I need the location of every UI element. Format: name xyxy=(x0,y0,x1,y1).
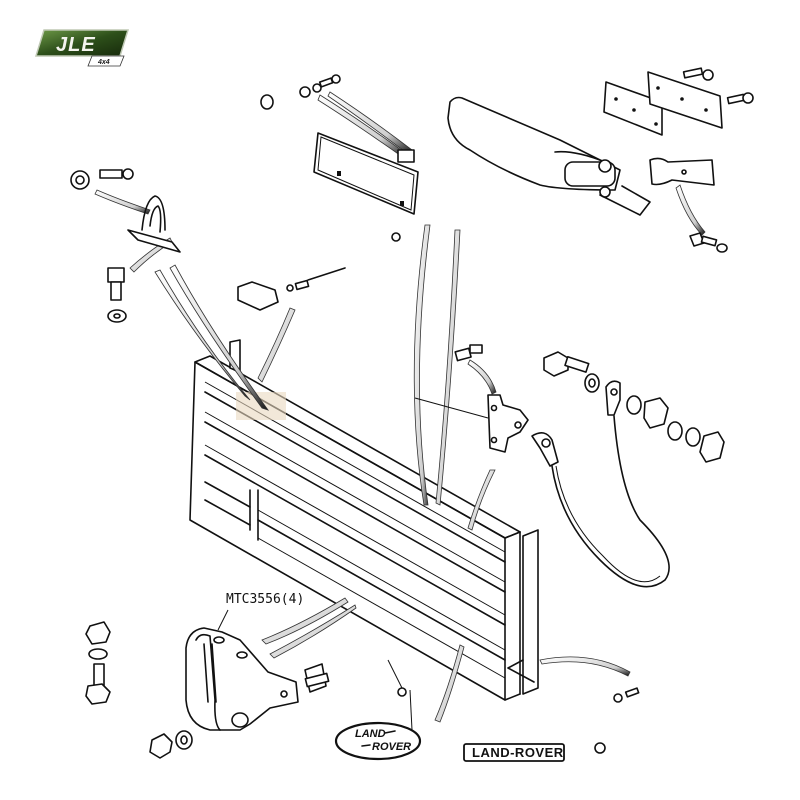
tailgate-latch xyxy=(447,67,754,253)
check-strap-stop xyxy=(237,267,346,311)
rect-land-rover-badge: LAND-ROVER xyxy=(463,743,565,762)
badge-fasteners xyxy=(397,687,640,754)
logo-sub-text: 4x4 xyxy=(97,59,110,66)
oval-land-rover-badge: LAND ROVER xyxy=(334,721,422,761)
number-plate xyxy=(313,132,419,215)
leader-lines xyxy=(94,91,706,731)
plate-fasteners xyxy=(260,74,401,242)
logo-brand-text: JLE xyxy=(56,34,96,56)
hinge-part-number-label: MTC3556(4) xyxy=(226,592,304,607)
oval-badge-line2: ROVER xyxy=(372,741,411,753)
oval-badge-line1: LAND xyxy=(355,728,386,740)
tailgate-chain-bracket xyxy=(70,168,181,323)
rect-badge-text: LAND-ROVER xyxy=(472,745,564,760)
tailgate-hinge xyxy=(85,621,330,759)
jle-logo[interactable]: JLE 4x4 xyxy=(34,29,130,67)
tailgate-ribs xyxy=(204,381,506,679)
earth-strap-assembly xyxy=(454,344,725,588)
tailgate-panel xyxy=(189,355,521,701)
side-seal-right xyxy=(507,529,539,695)
